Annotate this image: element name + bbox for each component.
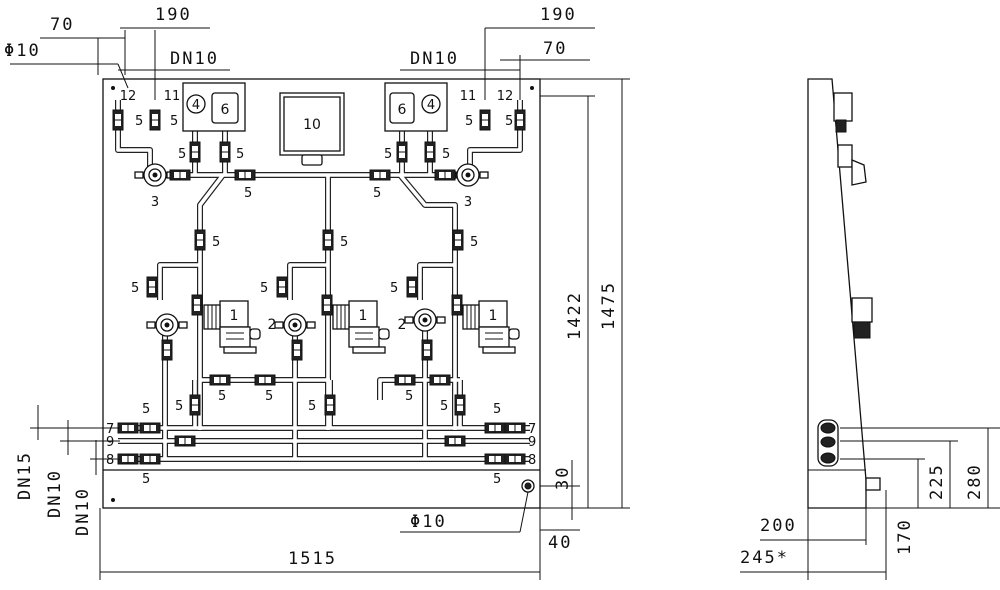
fit-label-5: 5 bbox=[178, 147, 186, 162]
mount-hole-bl bbox=[111, 498, 115, 502]
pump-3-label: 1 bbox=[489, 308, 498, 324]
dim-30: 30 bbox=[553, 466, 573, 490]
fit-label-1: 5 bbox=[135, 114, 143, 129]
display-mount bbox=[301, 154, 323, 166]
filter-right-label: 6 bbox=[398, 102, 407, 118]
dim-1515: 1515 bbox=[288, 549, 337, 569]
fit-label-19: 5 bbox=[405, 389, 413, 404]
valve-left bbox=[134, 163, 176, 187]
pump-1-label: 1 bbox=[230, 308, 239, 324]
valve-right-label: 3 bbox=[464, 195, 472, 210]
fit-label-23: 5 bbox=[142, 402, 150, 417]
dim-1422: 1422 bbox=[565, 291, 585, 340]
dim-1475: 1475 bbox=[599, 281, 619, 330]
line-8-label-right: 8 bbox=[528, 453, 536, 468]
fit-label-20: 5 bbox=[175, 399, 183, 414]
fit-label-4: 5 bbox=[505, 114, 513, 129]
fit-label-12: 5 bbox=[340, 235, 348, 250]
dim-190-left: 190 bbox=[155, 5, 192, 25]
sensor-1 bbox=[146, 313, 188, 337]
panel-outline bbox=[102, 78, 541, 509]
sensor-2 bbox=[274, 313, 316, 337]
dim-70-left: 70 bbox=[50, 15, 74, 35]
gauge-right bbox=[421, 94, 441, 114]
fit-label-25: 5 bbox=[142, 472, 150, 487]
line-9-label-left: 9 bbox=[106, 435, 114, 450]
line-7-label-right: 7 bbox=[528, 422, 536, 437]
dim-170: 170 bbox=[895, 518, 915, 555]
fit-label-7: 5 bbox=[384, 147, 392, 162]
fit-label-24: 5 bbox=[493, 402, 501, 417]
fit-label-2: 5 bbox=[170, 114, 178, 129]
filter-left-label: 6 bbox=[221, 102, 230, 118]
line-9-label-right: 9 bbox=[528, 435, 536, 450]
fit-label-15: 5 bbox=[260, 281, 268, 296]
side-valve bbox=[837, 144, 853, 168]
dim-280: 280 bbox=[965, 463, 985, 500]
drain-port-core bbox=[524, 482, 532, 490]
dim-phi10-top: Φ10 bbox=[4, 41, 41, 61]
valve-left-label: 3 bbox=[151, 195, 159, 210]
dim-245: 245* bbox=[740, 548, 789, 568]
sensor-2-label: 2 bbox=[268, 317, 277, 333]
side-dimensions: 200 245* 170 225 280 bbox=[740, 427, 1000, 580]
dim-225: 225 bbox=[927, 463, 947, 500]
side-pump bbox=[851, 297, 873, 323]
fit-label-22: 5 bbox=[440, 399, 448, 414]
port-12-label-right: 12 bbox=[497, 89, 514, 104]
fit-label-3: 5 bbox=[465, 114, 473, 129]
side-profile bbox=[807, 78, 867, 509]
port-11-label-left: 11 bbox=[164, 89, 181, 104]
dim-dn10-left: DN10 bbox=[170, 49, 219, 69]
dim-70-right: 70 bbox=[543, 39, 567, 59]
line-8-label-left: 8 bbox=[106, 453, 114, 468]
side-pump-base bbox=[853, 321, 871, 339]
sensor-3-label: 2 bbox=[398, 317, 407, 333]
side-gauge bbox=[833, 92, 853, 122]
dim-dn10-right: DN10 bbox=[410, 49, 459, 69]
dim-dn10-a: DN10 bbox=[45, 469, 65, 518]
fit-label-21: 5 bbox=[308, 399, 316, 414]
sensor-3 bbox=[404, 308, 446, 332]
gauge-left-label: 4 bbox=[192, 98, 200, 113]
mount-hole-tl bbox=[111, 86, 115, 90]
dim-phi10-bottom: Φ10 bbox=[410, 512, 447, 532]
front-view: 4 6 6 4 10 3 3 2 2 1 1 1 bbox=[102, 78, 541, 509]
filter-left bbox=[211, 92, 239, 124]
front-dimensions: 70 190 Φ10 DN10 190 DN10 70 1422 1475 15… bbox=[4, 5, 630, 580]
dim-200: 200 bbox=[760, 516, 797, 536]
fit-label-14: 5 bbox=[131, 281, 139, 296]
port-12-label-left: 12 bbox=[120, 89, 137, 104]
filter-right bbox=[389, 92, 415, 124]
side-drain bbox=[865, 477, 881, 491]
side-valve-head bbox=[851, 159, 867, 186]
fit-label-18: 5 bbox=[265, 389, 273, 404]
mount-hole-tr bbox=[530, 86, 534, 90]
fit-label-8: 5 bbox=[442, 147, 450, 162]
display-screen bbox=[283, 96, 341, 152]
fit-label-9: 5 bbox=[244, 186, 252, 201]
dim-dn15: DN15 bbox=[15, 451, 35, 500]
dim-40: 40 bbox=[548, 533, 572, 553]
fit-label-11: 5 bbox=[212, 235, 220, 250]
fit-label-26: 5 bbox=[493, 472, 501, 487]
dim-dn10-b: DN10 bbox=[73, 487, 93, 536]
side-gauge-stem bbox=[835, 119, 847, 133]
line-7-label-left: 7 bbox=[106, 422, 114, 437]
gauge-right-label: 4 bbox=[427, 98, 435, 113]
display-label: 10 bbox=[303, 117, 321, 133]
side-view bbox=[807, 78, 881, 509]
dim-190-right: 190 bbox=[540, 5, 577, 25]
pump-2-label: 1 bbox=[359, 308, 368, 324]
fit-label-17: 5 bbox=[218, 389, 226, 404]
gauge-left bbox=[186, 94, 206, 114]
fit-label-16: 5 bbox=[390, 281, 398, 296]
fit-label-10: 5 bbox=[373, 186, 381, 201]
fit-label-6: 5 bbox=[236, 147, 244, 162]
port-11-label-right: 11 bbox=[460, 89, 477, 104]
fit-label-13: 5 bbox=[470, 235, 478, 250]
